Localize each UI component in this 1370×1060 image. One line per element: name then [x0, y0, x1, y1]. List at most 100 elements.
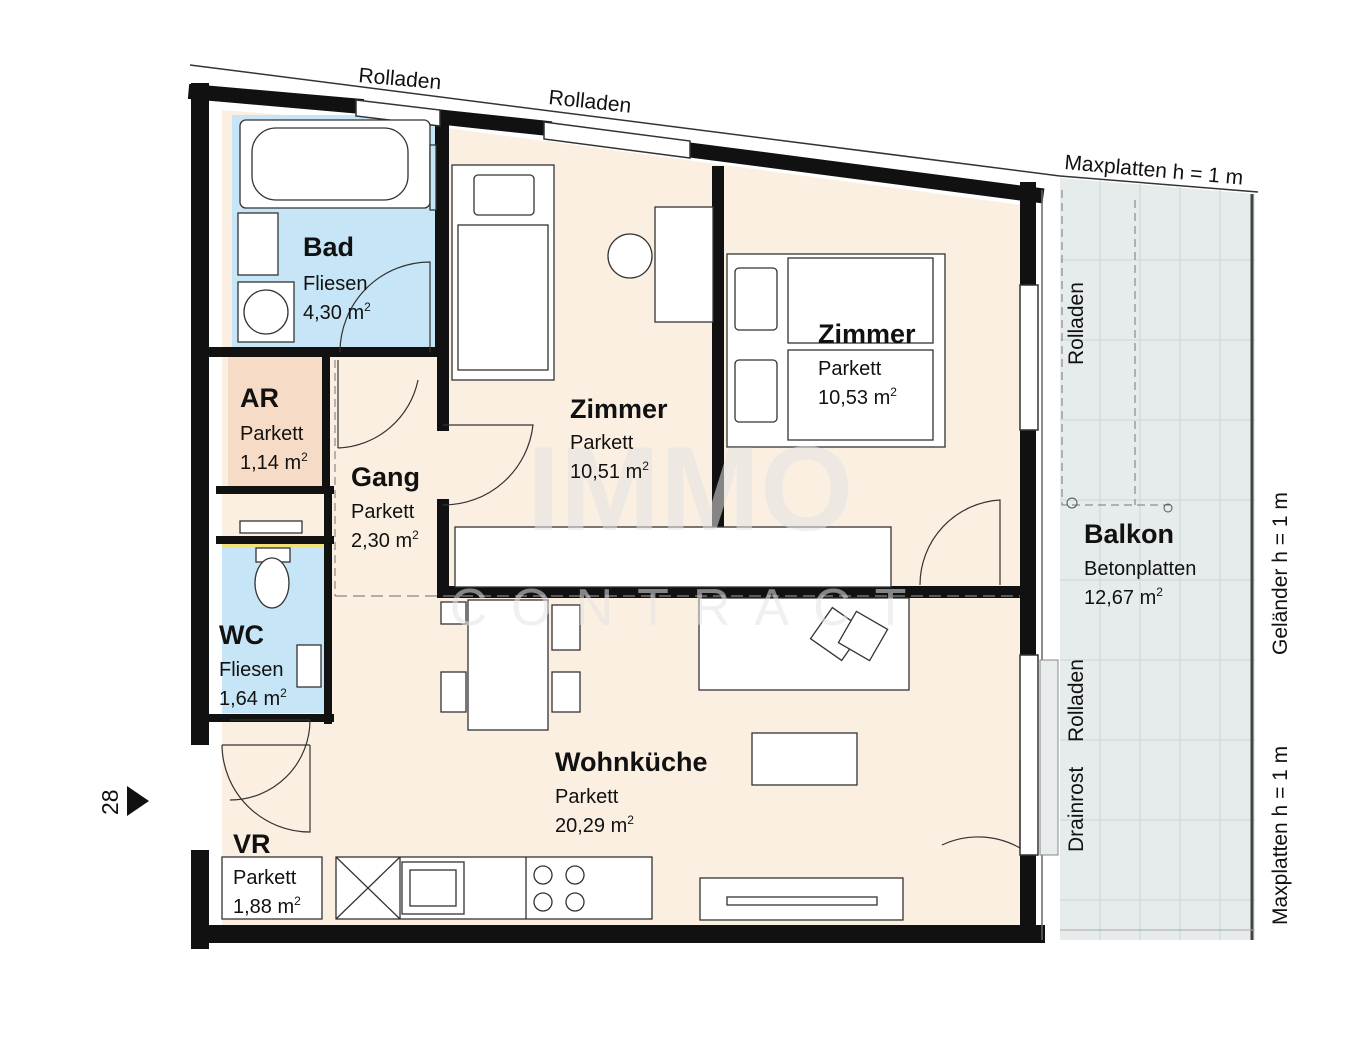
room-name-wc: WC [219, 620, 264, 650]
vr-wardrobe [221, 856, 323, 920]
balcony-outer-line [1059, 175, 1259, 193]
window-zimmer2-east [1019, 284, 1039, 431]
room-name-bad: Bad [303, 232, 354, 262]
watermark-line2: CONTRACT [450, 579, 931, 637]
bathtub-inner [251, 127, 409, 201]
chair-3 [551, 604, 581, 651]
room-area-vr: 1,88 m2 [233, 894, 301, 918]
windows [190, 99, 1039, 856]
doors [221, 261, 1021, 850]
chair-2 [440, 671, 467, 713]
walls [187, 83, 1045, 949]
window-zimmer1 [543, 121, 691, 159]
entrance-opening [190, 745, 218, 850]
room-floor-wohnkueche: Parkett [555, 786, 619, 808]
bed-1-blanket [457, 224, 549, 371]
room-name-balkon: Balkon [1084, 519, 1174, 549]
door-balcony [941, 760, 1021, 850]
room-area-zimmer-1: 10,51 m2 [570, 459, 649, 483]
drain-grate [1039, 659, 1059, 856]
drain-point-1 [1066, 497, 1078, 509]
label-rolladen-zimmer-2: Rolladen [1065, 282, 1088, 365]
drain-line [1061, 190, 1170, 506]
wc-accent [222, 543, 324, 548]
room-name-ar: AR [240, 383, 279, 413]
furniture [221, 119, 946, 921]
label-drainrost: Drainrost [1065, 767, 1088, 852]
watermark: IMMO CONTRACT [450, 422, 931, 637]
watermark-line1: IMMO [527, 422, 854, 556]
north-wall-c [681, 141, 1045, 204]
bed-2-pillow-b [734, 359, 778, 423]
balcony-floor [1060, 178, 1255, 940]
north-wall-b [431, 108, 553, 137]
toilet-bowl [254, 557, 290, 609]
room-floor-balkon: Betonplatten [1084, 558, 1196, 580]
property-line [189, 64, 1061, 177]
wc-shelf [239, 520, 303, 534]
kitchen-sink-inner [409, 869, 457, 907]
balcony-tile-grid [1060, 180, 1255, 940]
hob-1 [533, 865, 553, 885]
room-name-wohnkueche: Wohnküche [555, 747, 708, 777]
north-wall-a [187, 83, 365, 115]
room-area-balkon: 12,67 m2 [1084, 585, 1163, 609]
bed-1-pillow [473, 174, 535, 216]
hob-3 [533, 892, 553, 912]
label-rolladen-wohn: Rolladen [1065, 659, 1088, 742]
door-zimmer1 [442, 424, 534, 506]
room-floor-bad: Fliesen [303, 273, 367, 295]
room-floor-gang: Parkett [351, 501, 415, 523]
chair-4 [551, 671, 581, 713]
room-name-gang: Gang [351, 462, 420, 492]
room-name-zimmer-2: Zimmer [818, 319, 916, 349]
ar-dots [228, 357, 326, 487]
desk [654, 206, 714, 323]
wardrobe-1 [454, 526, 892, 588]
door-bad [339, 261, 431, 353]
room-floor-ar: Parkett [240, 423, 304, 445]
hob-2 [565, 865, 585, 885]
wc-basin [296, 644, 322, 688]
chair-1 [440, 601, 467, 625]
room-area-wohnkueche: 20,29 m2 [555, 813, 634, 837]
room-area-bad: 4,30 m2 [303, 300, 371, 324]
room-area-zimmer-2: 10,53 m2 [818, 385, 897, 409]
entrance-arrow-icon [127, 786, 149, 816]
drain-point-2 [1163, 503, 1173, 513]
bed-2-pillow-a [734, 267, 778, 331]
kitchen-counter [335, 856, 653, 920]
room-name-zimmer-1: Zimmer [570, 394, 668, 424]
balcony-details [1039, 180, 1255, 940]
dining-table [467, 599, 549, 731]
hob-4 [565, 892, 585, 912]
coffee-table [751, 732, 858, 786]
room-area-ar: 1,14 m2 [240, 450, 308, 474]
room-area-gang: 2,30 m2 [351, 528, 419, 552]
label-gelaender: Geländer h = 1 m [1269, 492, 1292, 655]
bed-2-blanket-b [787, 349, 934, 441]
kitchen-cross-2 [335, 856, 401, 920]
room-labels: Bad Fliesen 4,30 m2 AR Parkett 1,14 m2 G… [219, 232, 1196, 918]
door-wc [229, 719, 311, 801]
room-name-vr: VR [233, 829, 271, 859]
door-ar [337, 360, 419, 449]
door-entrance [221, 744, 311, 833]
label-maxplatten-right: Maxplatten h = 1 m [1269, 746, 1292, 925]
room-floor-zimmer-1: Parkett [570, 432, 634, 454]
bed-2-blanket-a [787, 257, 934, 344]
window-wohn-east [1019, 654, 1039, 856]
sideboard-inner [726, 896, 878, 906]
label-rolladen-bad: Rolladen [358, 64, 443, 94]
unit-number: 28 [97, 789, 123, 815]
bath-cabinet [237, 212, 279, 276]
room-floor-wc: Fliesen [219, 659, 283, 681]
room-area-wc: 1,64 m2 [219, 686, 287, 710]
desk-chair [607, 233, 653, 279]
door-zimmer2 [919, 499, 1001, 586]
washing-drum [243, 289, 289, 335]
room-floor-zimmer-2: Parkett [818, 358, 882, 380]
sofa-cushion-2 [837, 610, 889, 662]
room-floor-vr: Parkett [233, 867, 297, 889]
